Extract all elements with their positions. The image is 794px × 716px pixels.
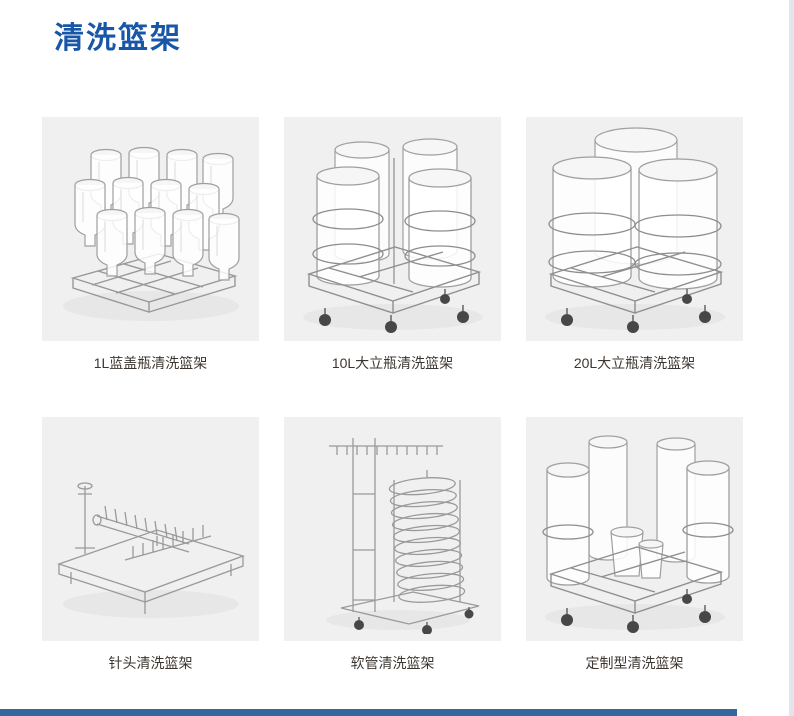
product-photo-hose-spiral-rack bbox=[325, 438, 479, 634]
product-image-frame bbox=[284, 417, 501, 641]
product-card-10l-carboy[interactable]: 10L大立瓶清洗篮架 bbox=[284, 117, 501, 373]
product-caption: 1L蓝盖瓶清洗篮架 bbox=[93, 355, 208, 371]
product-card-1l-bottle[interactable]: 1L蓝盖瓶清洗篮架 bbox=[42, 117, 259, 373]
product-caption: 10L大立瓶清洗篮架 bbox=[331, 355, 454, 371]
product-card-hose[interactable]: 软管清洗篮架 bbox=[284, 417, 501, 673]
product-caption: 软管清洗篮架 bbox=[350, 655, 435, 671]
product-card-20l-carboy[interactable]: 20L大立瓶清洗篮架 bbox=[526, 117, 743, 373]
product-caption: 针头清洗篮架 bbox=[108, 655, 193, 671]
product-image-frame bbox=[526, 117, 743, 341]
product-photo-needle-rack bbox=[56, 482, 245, 618]
product-grid: 1L蓝盖瓶清洗篮架 bbox=[42, 117, 743, 673]
product-card-needle[interactable]: 针头清洗篮架 bbox=[42, 417, 259, 673]
product-image-frame bbox=[284, 117, 501, 341]
product-card-custom[interactable]: 定制型清洗篮架 bbox=[526, 417, 743, 673]
product-caption: 20L大立瓶清洗篮架 bbox=[573, 355, 696, 371]
page-title: 清洗篮架 bbox=[54, 22, 182, 55]
footer-accent-bar bbox=[0, 709, 737, 716]
product-photo-10l-carboy-rack bbox=[302, 138, 483, 333]
product-image-frame bbox=[42, 417, 259, 641]
product-photo-1l-bottle-rack bbox=[62, 146, 240, 321]
scrollbar[interactable] bbox=[789, 0, 794, 716]
product-photo-custom-rack bbox=[541, 435, 734, 633]
product-photo-20l-carboy-rack bbox=[544, 127, 725, 333]
product-image-frame bbox=[42, 117, 259, 341]
product-image-frame bbox=[526, 417, 743, 641]
product-caption: 定制型清洗篮架 bbox=[585, 655, 684, 671]
